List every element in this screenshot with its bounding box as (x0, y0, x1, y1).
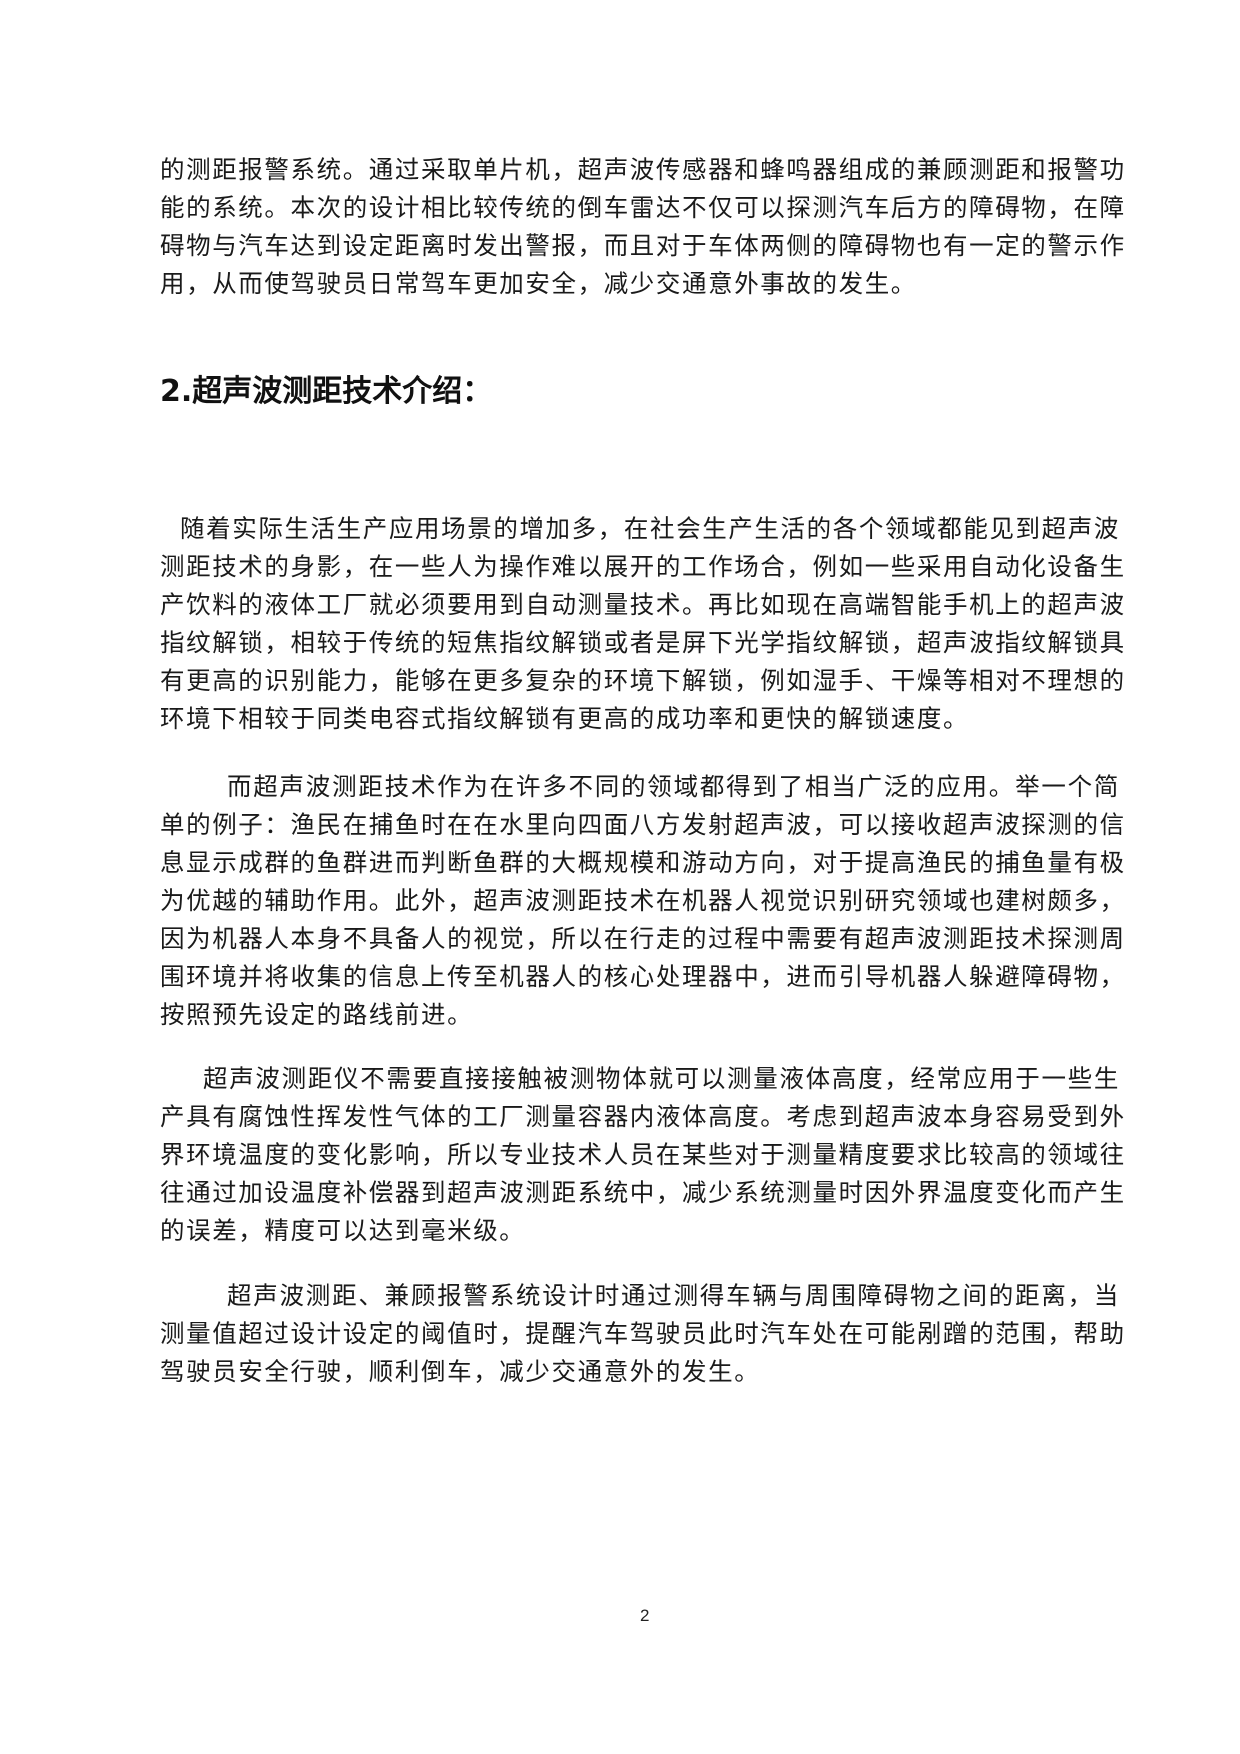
text-line: 能的系统。本次的设计相比较传统的倒车雷达不仅可以探测汽车后方的障碍物，在障 (160, 193, 1126, 222)
text-line: 超声波测距、兼顾报警系统设计时通过测得车辆与周围障碍物之间的距离，当 (227, 1281, 1120, 1310)
text-line: 环境下相较于同类电容式指纹解锁有更高的成功率和更快的解锁速度。 (160, 704, 970, 733)
text-line: 而超声波测距技术作为在许多不同的领域都得到了相当广泛的应用。举一个简 (227, 772, 1120, 801)
text-line: 驾驶员安全行驶，顺利倒车，减少交通意外的发生。 (160, 1357, 761, 1386)
text-line: 碍物与汽车达到设定距离时发出警报，而且对于车体两侧的障碍物也有一定的警示作 (160, 231, 1126, 260)
text-line: 用，从而使驾驶员日常驾车更加安全，减少交通意外事故的发生。 (160, 269, 917, 298)
text-line: 单的例子：渔民在捕鱼时在在水里向四面八方发射超声波，可以接收超声波探测的信 (160, 810, 1126, 839)
text-line: 的测距报警系统。通过采取单片机，超声波传感器和蜂鸣器组成的兼顾测距和报警功 (160, 155, 1126, 184)
section-heading: 2.超声波测距技术介绍： (160, 374, 493, 409)
text-line: 产饮料的液体工厂就必须要用到自动测量技术。再比如现在高端智能手机上的超声波 (160, 590, 1126, 619)
text-line: 因为机器人本身不具备人的视觉，所以在行走的过程中需要有超声波测距技术探测周 (160, 924, 1126, 953)
text-line: 为优越的辅助作用。此外，超声波测距技术在机器人视觉识别研究领域也建树颇多， (160, 886, 1126, 915)
text-line: 往通过加设温度补偿器到超声波测距系统中，减少系统测量时因外界温度变化而产生 (160, 1178, 1126, 1207)
text-line: 息显示成群的鱼群进而判断鱼群的大概规模和游动方向，对于提高渔民的捕鱼量有极 (160, 848, 1126, 877)
text-line: 随着实际生活生产应用场景的增加多，在社会生产生活的各个领域都能见到超声波 (180, 514, 1120, 543)
page-number: 2 (640, 1606, 650, 1625)
text-line: 按照预先设定的路线前进。 (160, 1000, 474, 1029)
text-line: 界环境温度的变化影响，所以专业技术人员在某些对于测量精度要求比较高的领域往 (160, 1140, 1126, 1169)
text-line: 超声波测距仪不需要直接接触被测物体就可以测量液体高度，经常应用于一些生 (203, 1064, 1120, 1093)
text-line: 的误差，精度可以达到毫米级。 (160, 1216, 526, 1245)
text-line: 有更高的识别能力，能够在更多复杂的环境下解锁，例如湿手、干燥等相对不理想的 (160, 666, 1126, 695)
text-line: 测距技术的身影，在一些人为操作难以展开的工作场合，例如一些采用自动化设备生 (160, 552, 1126, 581)
text-line: 测量值超过设计设定的阈值时，提醒汽车驾驶员此时汽车处在可能剐蹭的范围，帮助 (160, 1319, 1126, 1348)
text-line: 指纹解锁，相较于传统的短焦指纹解锁或者是屏下光学指纹解锁，超声波指纹解锁具 (160, 628, 1126, 657)
text-line: 围环境并将收集的信息上传至机器人的核心处理器中，进而引导机器人躲避障碍物， (160, 962, 1126, 991)
text-line: 产具有腐蚀性挥发性气体的工厂测量容器内液体高度。考虑到超声波本身容易受到外 (160, 1102, 1126, 1131)
